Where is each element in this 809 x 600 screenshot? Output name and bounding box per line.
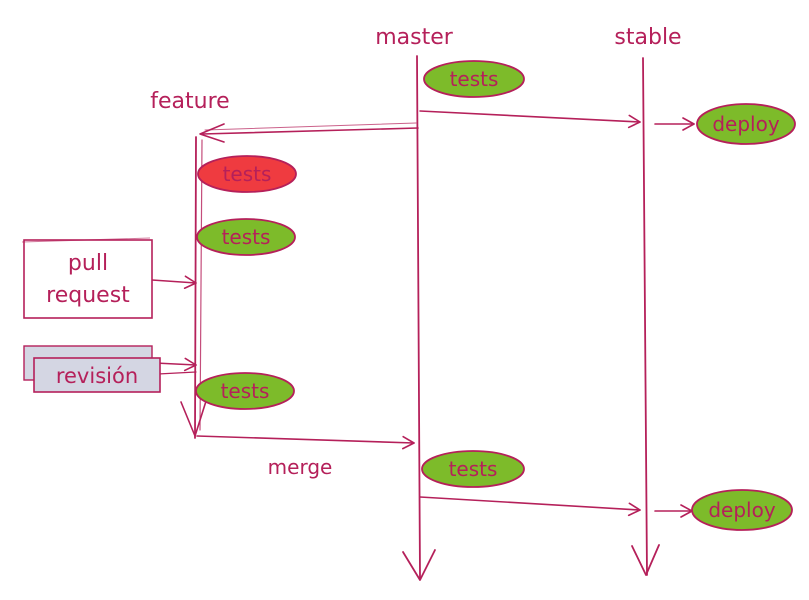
master-branch-label: master	[375, 25, 454, 50]
feature-tests-badge-revision: tests	[195, 372, 295, 410]
branch-off-arrow	[199, 122, 419, 143]
master-to-stable-arrow-1	[419, 110, 641, 129]
feature-branch-label: feature	[150, 89, 229, 114]
badge-label: tests	[221, 379, 270, 403]
badge-label: deploy	[708, 498, 775, 522]
feature-tests-badge-passed: tests	[196, 218, 296, 256]
badge-label: tests	[450, 67, 499, 91]
feature-tests-badge-failed: tests	[197, 155, 297, 193]
deploy-badge-1: deploy	[696, 103, 796, 145]
badge-label: tests	[222, 225, 271, 249]
badge-label: tests	[449, 457, 498, 481]
stable-branch-line	[631, 57, 660, 576]
pull-request-arrow	[151, 275, 197, 290]
pull-request-label-line2: request	[46, 283, 130, 308]
badge-label: tests	[223, 162, 272, 186]
merge-arrow	[196, 435, 415, 450]
deploy-badge-2: deploy	[691, 489, 793, 531]
pull-request-label-line1: pull	[68, 251, 108, 276]
revision-arrow	[154, 357, 197, 372]
merge-label: merge	[268, 455, 333, 479]
master-branch-line	[402, 55, 436, 581]
revision-arrow-secondary	[157, 371, 197, 375]
badge-label: deploy	[712, 112, 779, 136]
pull-request-box: pull request	[21, 237, 153, 319]
revision-box: revisión	[23, 345, 161, 393]
master-to-stable-arrow-2	[419, 496, 641, 517]
master-tests-badge-1: tests	[423, 60, 525, 98]
stable-branch-label: stable	[614, 25, 681, 50]
master-tests-badge-2: tests	[421, 450, 525, 488]
revision-label: revisión	[56, 364, 138, 388]
